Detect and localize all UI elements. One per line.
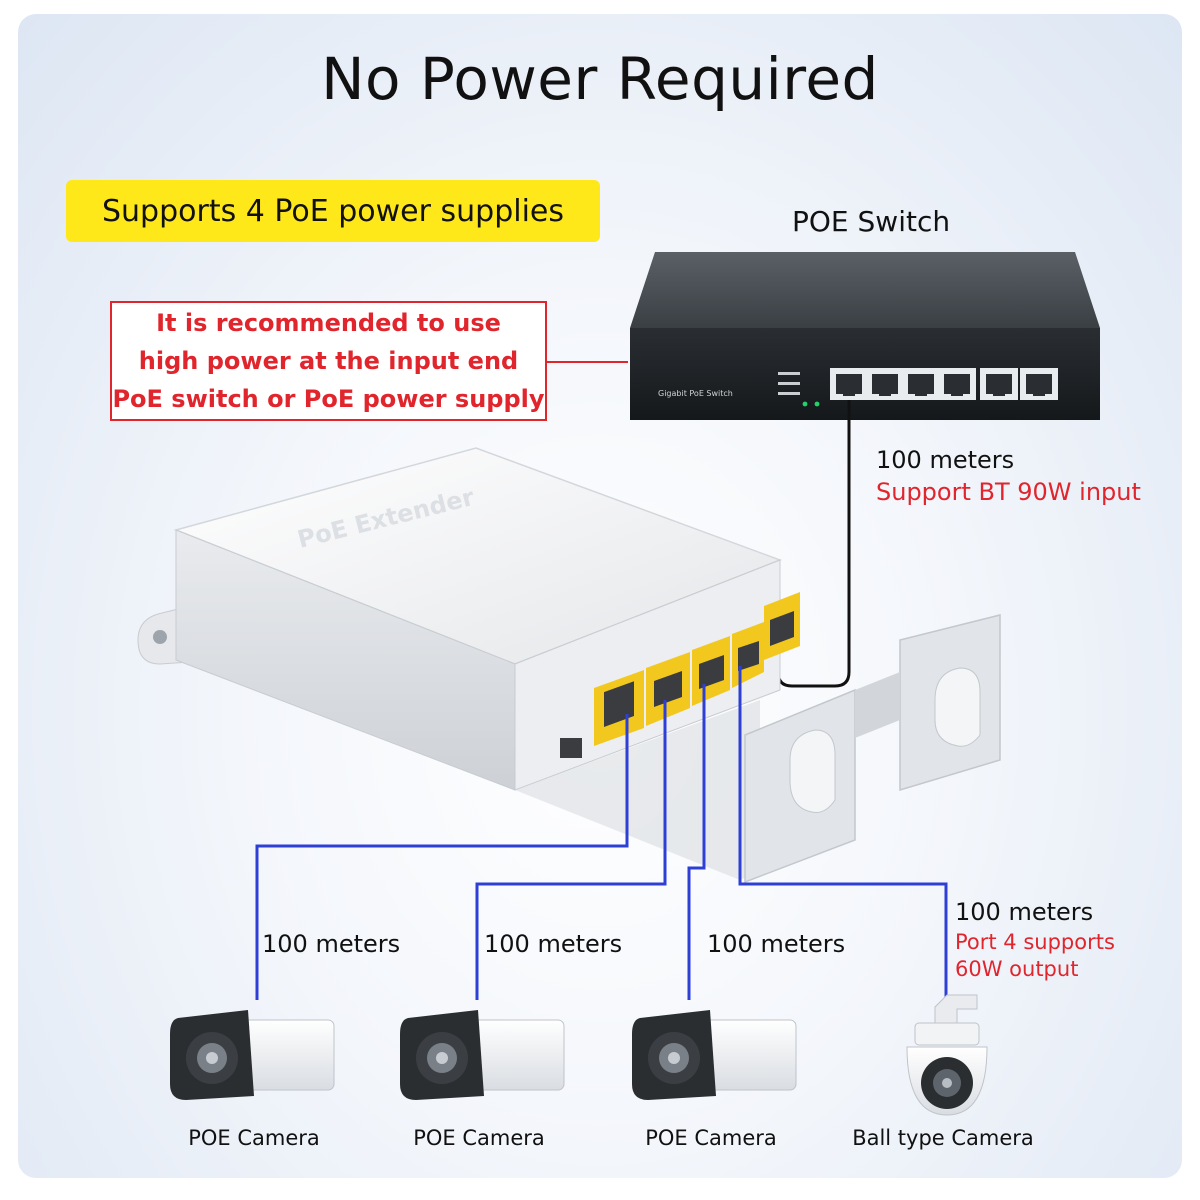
camera-4-distance: 100 meters: [955, 898, 1094, 926]
poe-switch-label: POE Switch: [792, 205, 951, 238]
switch-device-text: Gigabit PoE Switch: [658, 389, 733, 398]
cable-camera-2: [475, 700, 667, 1000]
camera-1-label: POE Camera: [188, 1126, 320, 1150]
cable-holder: [744, 614, 1001, 884]
recommendation-line-1: It is recommended to use: [156, 309, 501, 337]
rj45-port-icon: [830, 368, 868, 400]
cable-camera-1: [255, 714, 629, 1000]
camera-4-note-line-2: 60W output: [955, 957, 1079, 981]
camera-2-label: POE Camera: [413, 1126, 545, 1150]
dome-camera-icon: [906, 994, 988, 1116]
camera-2-distance: 100 meters: [484, 930, 623, 958]
rj45-port-icon: [866, 368, 904, 400]
recommendation-line-2: high power at the input end: [138, 347, 519, 375]
rj45-port-icon: [938, 368, 976, 400]
recommendation-box: It is recommended to use high power at t…: [110, 301, 547, 421]
side-port: [560, 738, 582, 758]
poe-support-badge: Supports 4 PoE power supplies: [66, 180, 600, 242]
page-title: No Power Required: [321, 45, 879, 113]
camera-3-distance: 100 meters: [707, 930, 846, 958]
output-cables: [255, 666, 948, 1000]
uplink-note: Support BT 90W input: [876, 478, 1141, 506]
poe-extender: PoE Extender: [137, 447, 1001, 884]
rj45-port-icon: [902, 368, 940, 400]
recommendation-line-3: PoE switch or PoE power supply: [112, 385, 545, 413]
rj45-port-icon: [980, 368, 1018, 400]
extender-ports: [594, 592, 800, 746]
camera-3-label: POE Camera: [645, 1126, 777, 1150]
switch-ports: [830, 368, 1058, 400]
bullet-camera-icon: [170, 1010, 335, 1100]
bullet-camera-icon: [632, 1010, 797, 1100]
camera-4-note-line-1: Port 4 supports: [955, 930, 1115, 954]
camera-1-distance: 100 meters: [262, 930, 401, 958]
poe-switch: Gigabit PoE Switch: [630, 252, 1100, 420]
uplink-distance: 100 meters: [876, 446, 1015, 474]
rj45-port-icon: [1020, 368, 1058, 400]
camera-4-label: Ball type Camera: [852, 1126, 1034, 1150]
cable-camera-3: [687, 684, 706, 1000]
cable-camera-4: [738, 666, 948, 1000]
bullet-camera-icon: [400, 1010, 565, 1100]
